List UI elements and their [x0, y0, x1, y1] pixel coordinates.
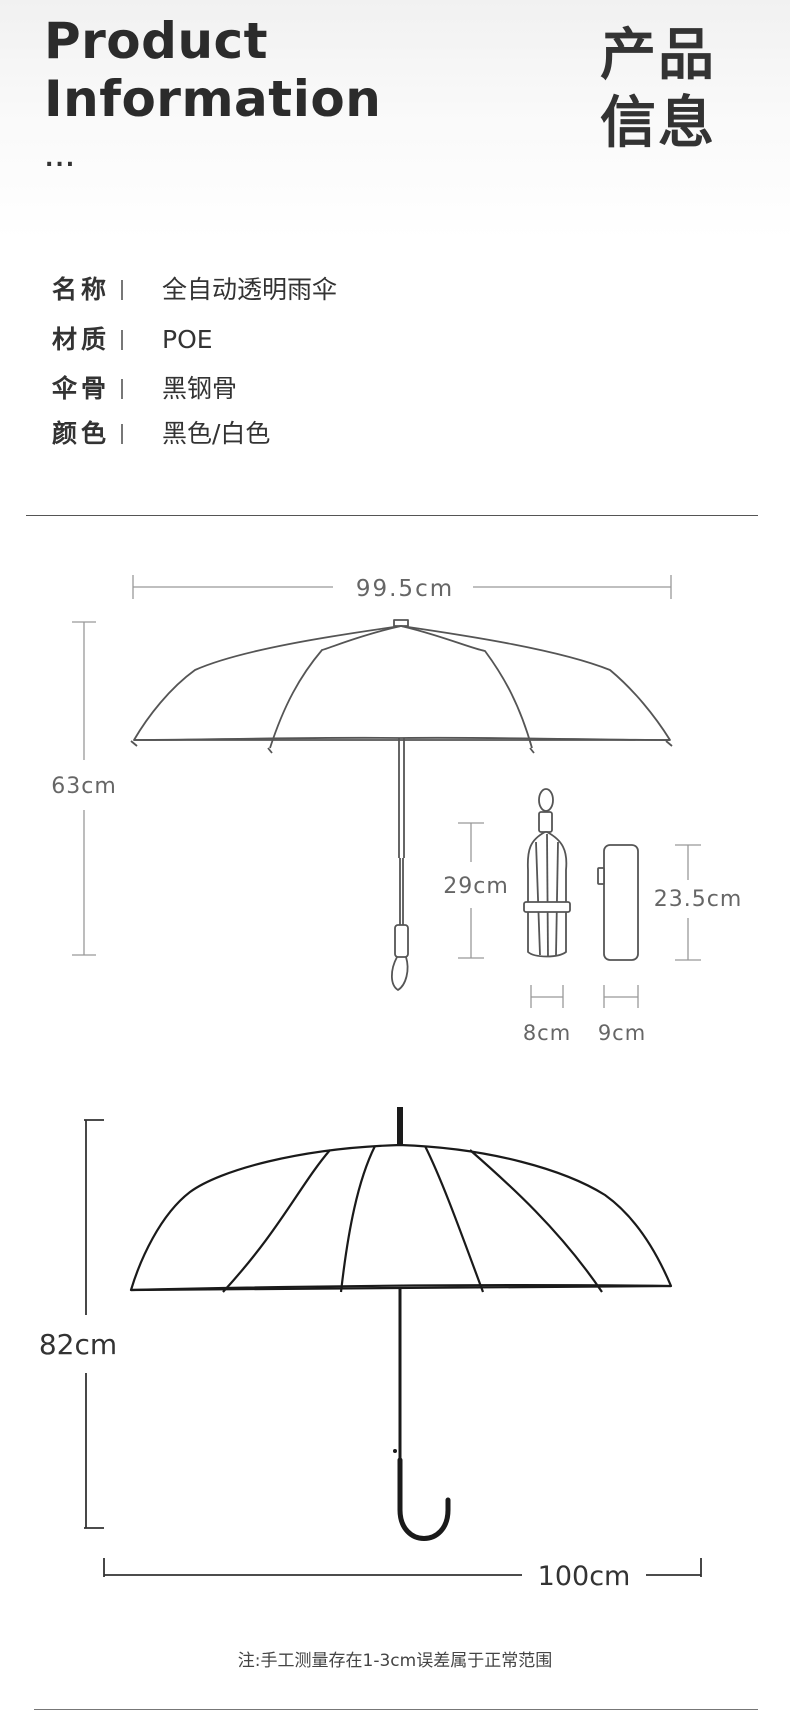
info-label: 材质: [52, 325, 111, 354]
folded-width-dimension: [530, 985, 564, 1008]
folded-length-dimension: [458, 822, 484, 959]
case-length-label: 23.5cm: [654, 887, 743, 912]
title-cn-line1: 产品: [600, 23, 716, 88]
info-label: 名称: [52, 275, 111, 304]
info-separator: [121, 330, 123, 350]
info-row-name: 名称 全自动透明雨伞: [52, 272, 692, 308]
info-value: 黑钢骨: [162, 374, 238, 403]
long-umbrella: [129, 1107, 673, 1541]
long-height-dimension: [84, 1119, 104, 1529]
info-row-color: 颜色 黑色/白色: [52, 416, 692, 452]
info-separator: [121, 379, 123, 399]
product-information-title: Product Information: [44, 12, 464, 128]
case-length-dimension: [675, 844, 701, 961]
width-dimension-line: [132, 575, 672, 599]
measurement-note: 注:手工测量存在1-3cm误差属于正常范围: [237, 1651, 553, 1671]
product-info-title-cn: 产品 信息: [600, 22, 740, 158]
section-divider: [26, 515, 758, 516]
folding-width-label: 99.5cm: [356, 576, 454, 602]
umbrella-case: [597, 844, 639, 961]
folding-height-label: 63cm: [51, 774, 117, 799]
long-width-dimension: [103, 1558, 702, 1577]
folded-umbrella: [523, 788, 571, 958]
height-dimension-line: [72, 621, 96, 956]
info-label: 伞骨: [52, 374, 111, 403]
title-en-line1: Product: [44, 12, 269, 70]
long-width-label: 100cm: [538, 1561, 631, 1592]
case-width-label: 9cm: [598, 1021, 646, 1045]
info-separator: [121, 424, 123, 444]
case-width-dimension: [603, 985, 639, 1008]
info-separator: [121, 280, 123, 300]
long-height-label: 82cm: [39, 1328, 117, 1361]
info-label: 颜色: [52, 419, 111, 448]
ellipsis-dots: ...: [45, 147, 77, 172]
title-cn-line2: 信息: [600, 91, 716, 156]
bottom-divider: [34, 1709, 758, 1710]
info-value: 黑色/白色: [162, 419, 271, 448]
title-en-line2: Information: [44, 70, 382, 128]
header-background: [0, 0, 790, 240]
folding-umbrella: [130, 619, 673, 991]
info-row-frame: 伞骨 黑钢骨: [52, 371, 692, 407]
folded-width-label: 8cm: [523, 1021, 571, 1045]
info-value: POE: [162, 325, 213, 354]
info-row-material: 材质 POE: [52, 322, 692, 358]
info-value: 全自动透明雨伞: [162, 275, 338, 304]
folded-length-label: 29cm: [443, 874, 509, 899]
